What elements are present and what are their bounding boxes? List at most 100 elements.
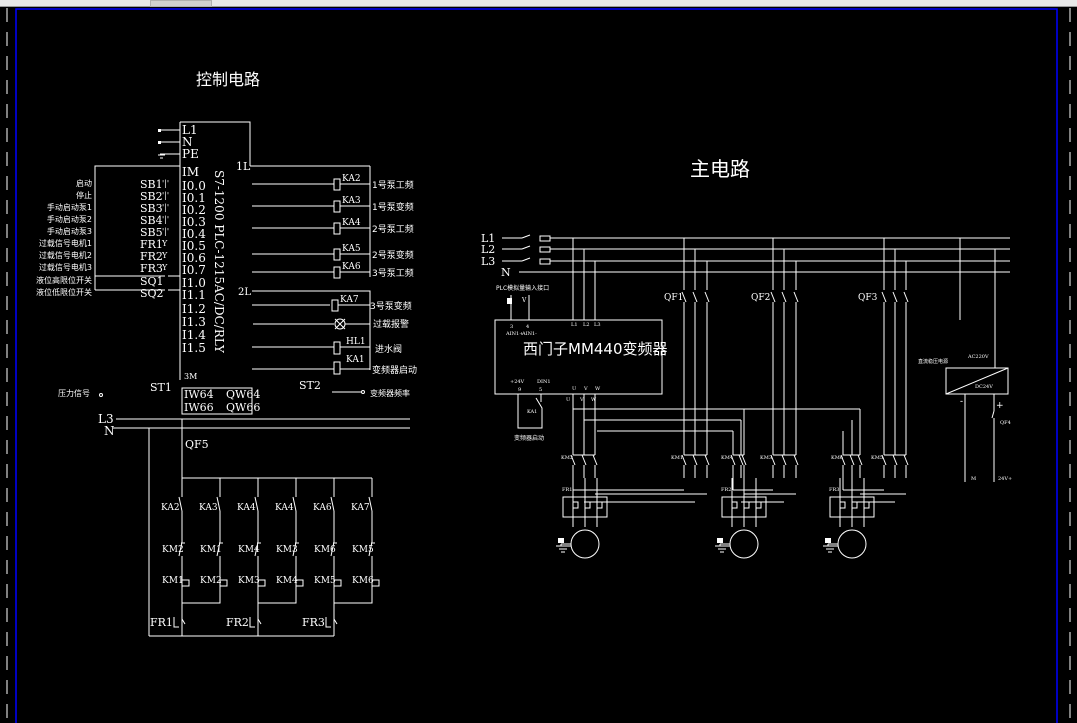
output-desc: 2号泵变频 [372, 249, 414, 261]
fr-contact-icon [173, 617, 179, 628]
terminal-dot [158, 141, 161, 144]
psu-label: 直流稳压电源 [918, 358, 948, 365]
plc-analog-port-label: PLC模拟量输入接口 [496, 284, 549, 292]
contactor-contact-icon [903, 454, 909, 466]
coil-label: KA3 [342, 196, 361, 206]
motor-icon [729, 529, 759, 559]
phase-L2: L2 [481, 243, 495, 256]
plc-input-I0.0: I0.0 [182, 179, 206, 193]
input-desc: 过载信号电机2 [39, 250, 92, 260]
overload-label: FR1 [562, 487, 572, 493]
scroll-thumb[interactable] [150, 0, 212, 7]
contactor-coil-icon [181, 579, 190, 587]
vfd-name-label: 西门子MM440变频器 [523, 340, 668, 358]
relay-coil-icon [333, 222, 341, 235]
vfd-ain1p: AIN1+ [505, 331, 523, 337]
vfd-term-5: 5 [539, 387, 542, 393]
no-contact-icon [292, 496, 297, 512]
ladder-overload-FR3: FR3 [302, 616, 325, 629]
motor-icon [570, 529, 600, 559]
plc-input-I0.7: I0.7 [182, 263, 206, 277]
fuse-switch-icon [521, 257, 531, 262]
contactor-coil-icon [257, 579, 266, 587]
vfd-v: V [583, 386, 588, 392]
vfd-frequency-label: 变频器频率 [370, 388, 410, 398]
breaker-QF3: QF3 [858, 293, 878, 303]
vfd-start-label: 变频器启动 [514, 434, 544, 442]
fr-contact-icon [181, 618, 186, 625]
im-label: IM [182, 165, 199, 179]
psu-plus: + [996, 401, 1004, 411]
psu-diagonal [945, 367, 1009, 395]
breaker-contact-icon [793, 291, 799, 303]
thermal-element-icon [597, 501, 603, 509]
ground-symbol [717, 538, 723, 543]
ka1-loop [517, 394, 543, 429]
breaker-contact-icon [892, 291, 898, 303]
thermal-element-icon [852, 501, 858, 509]
input-device-SB2: SB2 [140, 190, 163, 203]
analog-io-box [181, 387, 253, 415]
contactor-label: KM5 [871, 455, 883, 461]
input-device-SB5: SB5 [140, 226, 163, 239]
ladder-coil-KM5: KM5 [314, 576, 336, 586]
vfd-24v: +24V [510, 379, 525, 385]
ground-symbol [825, 538, 831, 543]
fuse-icon [539, 258, 551, 265]
plc-input-I1.3: I1.3 [182, 315, 206, 329]
contactor-contact-icon [840, 454, 846, 466]
contactor-label: KM1 [671, 455, 683, 461]
ladder-interlock-KM3: KM3 [276, 545, 298, 555]
fr-contact-icon [249, 617, 255, 628]
plc-input-I1.0: I1.0 [182, 276, 206, 290]
contactor-contact-icon [730, 454, 736, 466]
vfd-u-out: U [566, 397, 570, 403]
fr-contact-icon [257, 618, 262, 625]
relay-coil-icon [333, 266, 341, 279]
input-desc: 手动启动泵1 [47, 202, 92, 212]
contact-glyph: '|' [162, 179, 169, 188]
breaker-QF2: QF2 [751, 293, 770, 303]
contact-glyph: Y [161, 263, 168, 272]
plc-input-I1.1: I1.1 [182, 288, 206, 302]
coil-label: KA1 [346, 355, 365, 365]
contactor-coil-icon [295, 579, 304, 587]
contactor-coil-icon [333, 579, 342, 587]
st2-label: ST2 [299, 379, 321, 392]
psu-24v-label: 24V+ [998, 476, 1012, 482]
coil-label: KA7 [340, 295, 359, 305]
contactor-contact-icon [592, 454, 598, 466]
nc-contact-icon [216, 541, 221, 557]
thermal-element-icon [573, 501, 579, 509]
phase-L3: L3 [481, 255, 495, 268]
contactor-contact-icon [781, 454, 787, 466]
contactor-contact-icon [741, 454, 747, 466]
analog-out-QW66: QW66 [226, 401, 260, 414]
thermal-element-icon [585, 501, 591, 509]
output-desc: 3号泵工频 [372, 267, 414, 279]
ladder-contact-KA6: KA6 [313, 503, 332, 513]
window-top-scrollbar[interactable] [0, 0, 1077, 7]
ladder-interlock-KM4: KM4 [238, 545, 260, 555]
2L-bus [252, 290, 371, 370]
phase-N: N [501, 266, 511, 279]
plc-input-I1.4: I1.4 [182, 328, 206, 342]
contactor-label: KM2 [561, 455, 573, 461]
vfd-l3: L3 [594, 322, 601, 328]
relay-coil-icon [333, 248, 341, 261]
fuse-icon [539, 246, 551, 253]
psu-minus: - [960, 397, 963, 407]
breaker-contact-icon [781, 291, 787, 303]
coil-return [258, 586, 297, 604]
qf4-label: QF4 [1000, 420, 1011, 426]
breaker-contact-icon [704, 291, 710, 303]
output-desc: 进水阀 [375, 343, 402, 355]
nc-contact-icon [254, 541, 259, 557]
power-label-N: N [182, 135, 193, 149]
coil-return [334, 586, 373, 604]
motor-icon [837, 529, 867, 559]
contactor-contact-icon [738, 454, 744, 466]
coil-label: HL1 [346, 337, 366, 347]
